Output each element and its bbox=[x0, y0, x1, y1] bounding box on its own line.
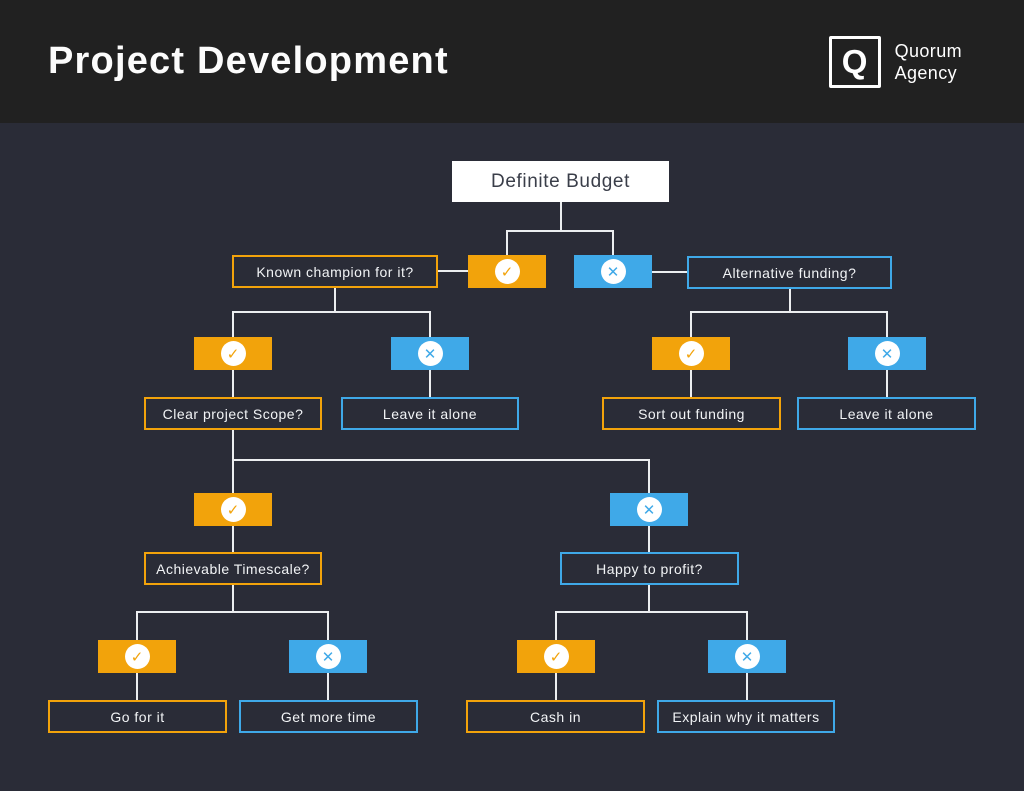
connector bbox=[232, 459, 650, 461]
cross-icon: ✕ bbox=[600, 259, 626, 284]
cross-icon: ✕ bbox=[874, 341, 900, 366]
connector bbox=[438, 270, 468, 272]
brand-logo: Q bbox=[828, 35, 881, 88]
connector bbox=[136, 611, 329, 613]
brand-name-line1: Quorum bbox=[894, 40, 962, 61]
yes-badge: ✓ bbox=[517, 640, 595, 673]
brand-name: Quorum Agency bbox=[895, 40, 962, 84]
cross-icon: ✕ bbox=[636, 497, 662, 522]
yes-badge: ✓ bbox=[468, 255, 546, 288]
connector bbox=[652, 271, 687, 273]
no-badge: ✕ bbox=[708, 640, 786, 673]
connector bbox=[136, 673, 138, 700]
node-definite-budget: Definite Budget bbox=[452, 161, 669, 202]
node-cash-in: Cash in bbox=[466, 700, 645, 733]
check-icon: ✓ bbox=[124, 644, 150, 669]
cross-icon: ✕ bbox=[417, 341, 443, 366]
connector bbox=[429, 370, 431, 397]
no-badge: ✕ bbox=[289, 640, 367, 673]
node-leave-it-alone-left: Leave it alone bbox=[341, 397, 519, 430]
connector bbox=[136, 611, 138, 640]
connector bbox=[690, 370, 692, 397]
node-leave-it-alone-right: Leave it alone bbox=[797, 397, 976, 430]
node-known-champion: Known champion for it? bbox=[232, 255, 438, 288]
connector bbox=[506, 230, 508, 255]
cross-icon: ✕ bbox=[734, 644, 760, 669]
node-clear-scope: Clear project Scope? bbox=[144, 397, 322, 430]
connector bbox=[555, 673, 557, 700]
check-icon: ✓ bbox=[494, 259, 520, 284]
connector bbox=[334, 288, 336, 312]
no-badge: ✕ bbox=[574, 255, 652, 288]
check-icon: ✓ bbox=[678, 341, 704, 366]
connector bbox=[648, 526, 650, 552]
connector bbox=[690, 311, 692, 337]
connector bbox=[789, 289, 791, 312]
connector bbox=[555, 611, 748, 613]
connector bbox=[612, 230, 614, 255]
connector bbox=[506, 230, 614, 232]
node-get-more-time: Get more time bbox=[239, 700, 418, 733]
connector bbox=[886, 311, 888, 337]
connector bbox=[232, 311, 234, 337]
header: Project Development Q Quorum Agency bbox=[0, 0, 1024, 123]
connector bbox=[232, 370, 234, 397]
connector bbox=[429, 311, 431, 337]
connector bbox=[886, 370, 888, 397]
node-achievable-timescale: Achievable Timescale? bbox=[144, 552, 322, 585]
connector bbox=[648, 459, 650, 493]
connector bbox=[327, 611, 329, 640]
check-icon: ✓ bbox=[220, 341, 246, 366]
connector bbox=[746, 673, 748, 700]
connector bbox=[232, 430, 234, 493]
connector bbox=[232, 311, 431, 313]
node-alternative-funding: Alternative funding? bbox=[687, 256, 892, 289]
brand-name-line2: Agency bbox=[894, 62, 958, 83]
connector bbox=[746, 611, 748, 640]
check-icon: ✓ bbox=[220, 497, 246, 522]
logo-letter: Q bbox=[841, 43, 868, 80]
node-sort-out-funding: Sort out funding bbox=[602, 397, 781, 430]
cross-icon: ✕ bbox=[315, 644, 341, 669]
yes-badge: ✓ bbox=[98, 640, 176, 673]
connector bbox=[690, 311, 888, 313]
page-title: Project Development bbox=[48, 40, 449, 82]
check-icon: ✓ bbox=[543, 644, 569, 669]
brand: Q Quorum Agency bbox=[828, 35, 962, 88]
yes-badge: ✓ bbox=[194, 493, 272, 526]
node-go-for-it: Go for it bbox=[48, 700, 227, 733]
connector bbox=[327, 673, 329, 700]
connector bbox=[232, 526, 234, 552]
no-badge: ✕ bbox=[610, 493, 688, 526]
node-explain-why: Explain why it matters bbox=[657, 700, 835, 733]
connector bbox=[560, 202, 562, 231]
yes-badge: ✓ bbox=[652, 337, 730, 370]
connector bbox=[232, 585, 234, 612]
node-happy-to-profit: Happy to profit? bbox=[560, 552, 739, 585]
no-badge: ✕ bbox=[391, 337, 469, 370]
connector bbox=[648, 585, 650, 612]
yes-badge: ✓ bbox=[194, 337, 272, 370]
connector bbox=[555, 611, 557, 640]
no-badge: ✕ bbox=[848, 337, 926, 370]
